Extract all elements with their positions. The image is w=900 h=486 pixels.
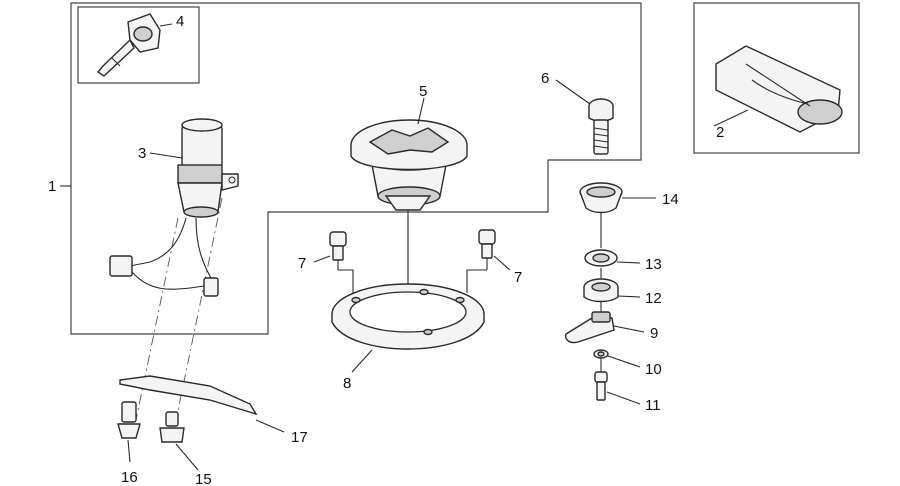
callout-17: 17 [291, 429, 308, 446]
callout-14: 14 [662, 191, 679, 208]
nut-part-12 [583, 278, 619, 303]
screw-part-11 [594, 371, 608, 401]
callout-4: 4 [176, 13, 184, 30]
cup-part-14 [579, 182, 623, 214]
part-2-frame [693, 2, 860, 154]
washer-part-10 [593, 349, 609, 359]
screw-part-7-right [478, 229, 496, 259]
pouch-part-2 [715, 45, 843, 133]
callout-11: 11 [645, 397, 661, 414]
lock-cylinder-part-3 [109, 118, 239, 297]
callout-12: 12 [645, 290, 662, 307]
callout-13: 13 [645, 256, 662, 273]
ring-flange-part-8 [331, 283, 485, 350]
key-part-4 [96, 13, 161, 77]
bolt-part-6 [588, 98, 614, 155]
group-1-frame [70, 2, 642, 335]
screw-part-16 [117, 401, 141, 439]
callout-15: 15 [195, 471, 212, 486]
callout-1: 1 [48, 178, 56, 195]
screw-part-15 [159, 411, 185, 443]
callout-3: 3 [138, 145, 146, 162]
callout-9: 9 [650, 325, 658, 342]
callout-10: 10 [645, 361, 662, 378]
fuel-cap-part-5 [350, 119, 468, 211]
key-inset-frame [77, 6, 200, 84]
callout-16: 16 [121, 469, 138, 486]
screw-part-7-left [329, 231, 347, 261]
latch-part-9 [564, 311, 615, 344]
leader-lines [60, 23, 749, 471]
callout-5: 5 [419, 83, 427, 100]
callout-2: 2 [716, 124, 724, 141]
callout-7-left: 7 [298, 255, 306, 272]
callout-6: 6 [541, 70, 549, 87]
gasket-part-17 [119, 375, 258, 416]
callout-7-right: 7 [514, 269, 522, 286]
callout-8: 8 [343, 375, 351, 392]
washer-part-13 [584, 249, 618, 267]
